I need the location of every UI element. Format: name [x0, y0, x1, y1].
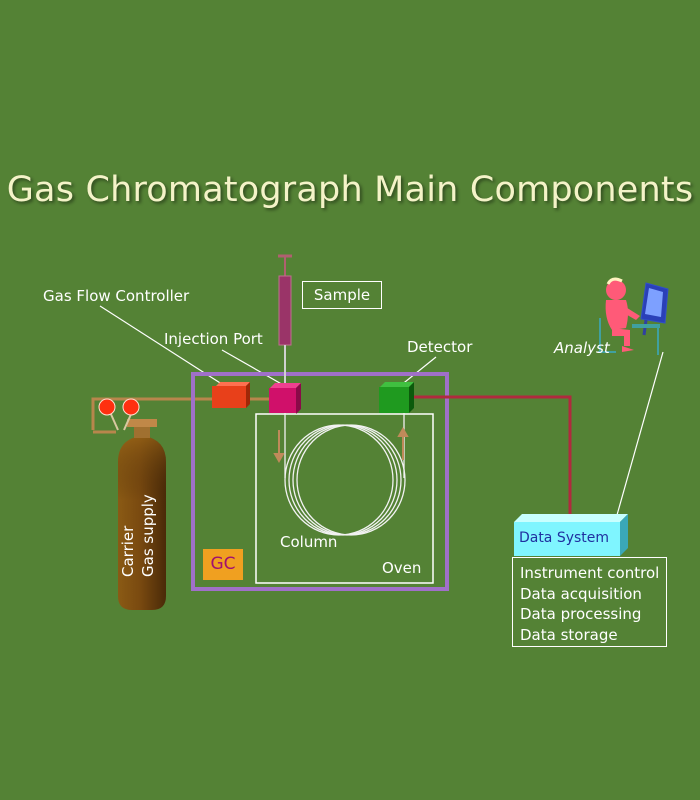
pointer-injection-port [221, 349, 286, 387]
label-gas-supply: Gas supply [139, 494, 157, 577]
data-system-functions: Instrument control Data acquisition Data… [512, 557, 667, 647]
label-gas-flow-controller: Gas Flow Controller [43, 287, 190, 305]
gas-line-to-controller [91, 397, 215, 430]
pointer-analyst-to-data-system [616, 351, 664, 516]
label-detector: Detector [407, 338, 473, 356]
data-system-block [514, 514, 628, 556]
signal-line [413, 395, 572, 515]
page-title: Gas Chromatograph Main Components [6, 170, 694, 210]
gc-frame [191, 372, 449, 591]
label-injection-port: Injection Port [164, 330, 263, 348]
flow-arrows [273, 426, 409, 464]
label-analyst: Analyst [554, 339, 610, 357]
gas-cylinder-icon [98, 398, 166, 610]
label-data-system: Data System [518, 530, 610, 546]
label-oven: Oven [382, 559, 422, 577]
function-item: Data processing [520, 605, 642, 623]
function-item: Data acquisition [520, 584, 642, 603]
oven-box [255, 413, 434, 584]
syringe-icon [278, 254, 292, 384]
pointer-detector [399, 356, 437, 387]
label-column: Column [280, 533, 338, 551]
gas-flow-controller-block [212, 382, 250, 408]
gc-badge: GC [203, 549, 243, 580]
label-carrier: Carrier [119, 525, 137, 577]
column-coil [284, 413, 406, 536]
function-item: Instrument control [520, 564, 660, 582]
label-sample: Sample [302, 281, 382, 309]
injection-port-block [269, 383, 301, 414]
analyst-icon [598, 277, 669, 355]
function-item: Data storage [520, 625, 618, 644]
detector-block [379, 382, 414, 413]
